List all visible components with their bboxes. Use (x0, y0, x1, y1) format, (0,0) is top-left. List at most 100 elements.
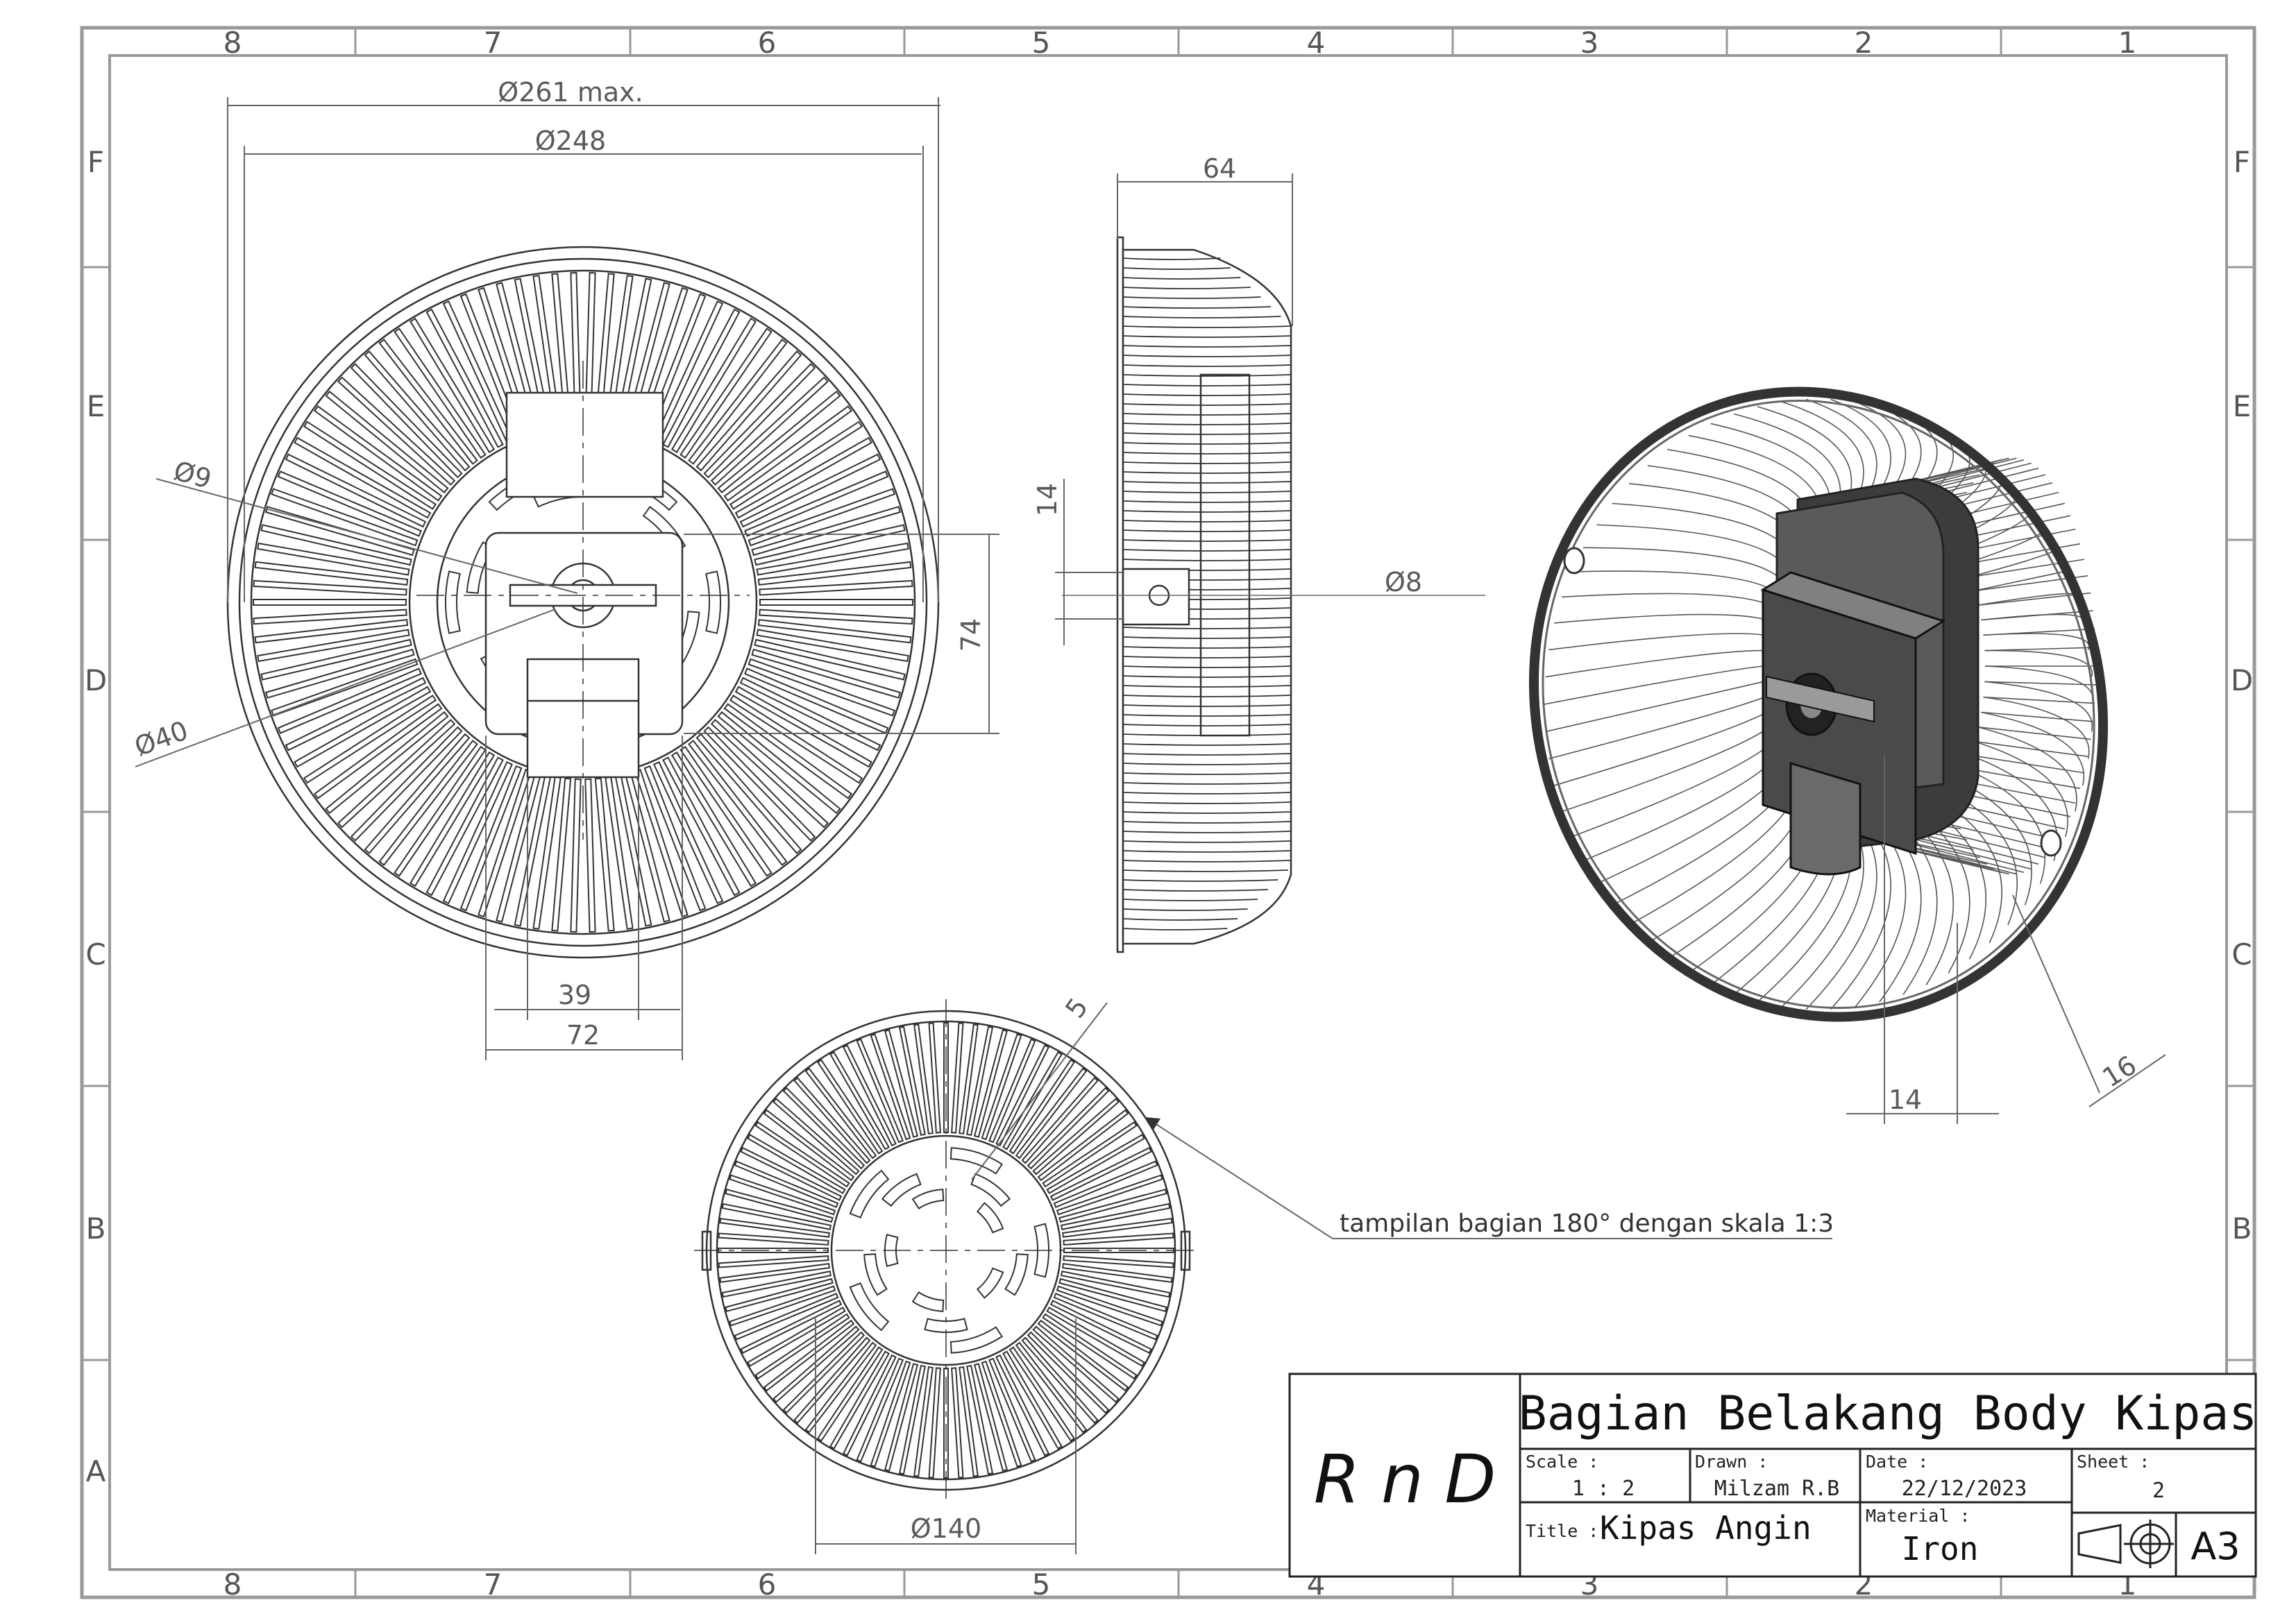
grill-spoke (257, 542, 410, 576)
dim-text-74: 74 (956, 618, 986, 652)
iso-rim-inner (1542, 400, 2095, 1009)
grill-spoke (718, 1248, 829, 1253)
zone-row-left-F: F (87, 145, 104, 179)
iso-rib-outer (1981, 711, 2093, 722)
grill-spoke (1008, 1059, 1076, 1155)
side-rib (1122, 491, 1292, 493)
side-rib (1122, 704, 1292, 707)
note-leader (1145, 1116, 1333, 1239)
front-grill-rim (250, 269, 916, 935)
grill-spoke (710, 376, 829, 486)
side-rib (1122, 753, 1292, 756)
side-rib (1122, 763, 1292, 765)
iso-rib (1983, 696, 2090, 759)
grill-spoke (763, 1319, 855, 1392)
grill-spoke (409, 317, 496, 454)
grill-spoke (725, 1277, 834, 1313)
grill-spoke (740, 1146, 843, 1201)
iso-rib (1582, 547, 1780, 578)
section-vent-slots (849, 1147, 1050, 1354)
grill-spoke (1060, 1203, 1171, 1230)
leader-dia40 (135, 609, 556, 767)
side-rib (1122, 471, 1292, 474)
grill-spoke (973, 1029, 1008, 1138)
side-rib (1122, 316, 1281, 318)
side-rib (1122, 685, 1292, 688)
iso-rib-outer (1964, 543, 2081, 565)
side-rib (1122, 665, 1292, 668)
side-rib (1122, 695, 1292, 697)
grill-spoke (757, 618, 912, 644)
grill-spoke (425, 756, 504, 897)
side-rib (1122, 792, 1292, 794)
vent-slot (911, 1291, 945, 1312)
grill-spoke (723, 703, 853, 799)
grill-spoke (928, 1022, 941, 1134)
zone-col-top-6: 6 (758, 26, 777, 60)
zone-col-top-5: 5 (1032, 26, 1051, 60)
side-rib (1122, 325, 1292, 328)
grill-spoke (303, 420, 437, 510)
grill-spoke (1015, 1341, 1088, 1434)
side-rib (1122, 559, 1292, 561)
section-view (694, 999, 1197, 1499)
grill-spoke (725, 1188, 834, 1223)
tb-drawn-value: Milzam R.B (1714, 1477, 1840, 1501)
side-rib (1122, 510, 1292, 513)
grill-spoke (1049, 1300, 1152, 1354)
side-rib (1122, 675, 1292, 678)
grill-spoke (981, 1360, 1022, 1468)
grill-spoke (747, 1134, 846, 1194)
projection-cone (2077, 1524, 2122, 1564)
grill-spoke (1063, 1248, 1174, 1253)
zone-labels: 8 7 6 5 4 3 2 1 8 7 6 5 4 3 2 1 F E D C … (85, 26, 2253, 1601)
side-rib (1122, 539, 1292, 542)
side-rib (1122, 724, 1292, 726)
zone-col-bottom-7: 7 (484, 1567, 503, 1601)
tb-date-value: 22/12/2023 (1902, 1477, 2027, 1501)
zone-col-top-3: 3 (1580, 26, 1599, 60)
vent-slot (949, 1147, 1003, 1175)
iso-rib (1969, 547, 2058, 578)
iso-rib (1628, 483, 1798, 541)
grill-spoke (594, 777, 615, 932)
side-rib (1122, 743, 1292, 746)
grill-spoke (748, 488, 895, 547)
iso-rib (1984, 681, 2093, 732)
side-rib (1122, 646, 1292, 649)
iso-rib (1855, 838, 1907, 1008)
grill-spoke (734, 1160, 839, 1209)
grill-spoke (662, 308, 741, 448)
vent-slot (976, 1202, 1004, 1234)
front-dimensions (135, 97, 999, 1060)
side-rib (1122, 267, 1231, 270)
grill-spoke (1058, 1277, 1167, 1313)
iso-lower-block (1789, 761, 1862, 876)
side-rib (1122, 355, 1292, 357)
side-rib (1122, 296, 1261, 299)
grill-spoke (294, 686, 432, 768)
grill-spoke (1037, 1109, 1129, 1182)
iso-rib (1984, 649, 2093, 677)
zone-col-top-2: 2 (1855, 26, 1873, 60)
vent-slot (911, 1189, 945, 1210)
iso-rib (1981, 711, 2085, 786)
zone-row-left-E: E (87, 389, 105, 423)
grill-spoke (951, 1022, 964, 1134)
vent-slot (705, 570, 722, 634)
iso-rib-outer (1964, 767, 2081, 790)
grill-spoke (253, 599, 407, 606)
iso-rib (1545, 649, 1764, 678)
grill-spoke (670, 751, 757, 887)
grill-spoke (928, 1367, 941, 1479)
grill-spoke (763, 1109, 855, 1182)
side-rib (1122, 287, 1251, 289)
iso-rib (1612, 502, 1791, 552)
tb-drawing-title: Bagian Belakang Body Kipas (1519, 1386, 2257, 1441)
grill-spoke (1046, 1307, 1145, 1367)
grill-spoke (1037, 1319, 1129, 1392)
dim-text-5: 5 (1059, 992, 1094, 1023)
iso-rib (1571, 740, 1775, 838)
grill-spoke (662, 756, 741, 897)
side-rib (1122, 889, 1268, 892)
